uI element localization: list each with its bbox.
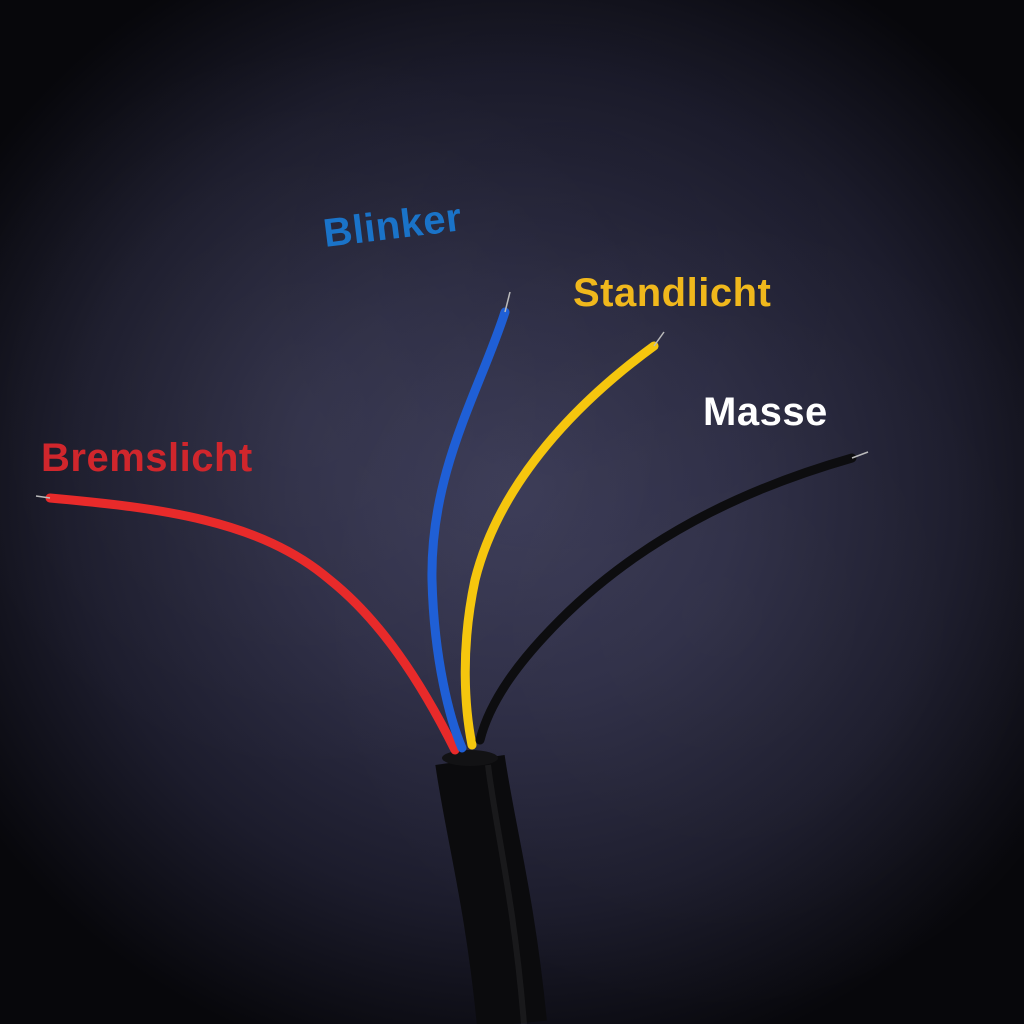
black-wire — [475, 453, 857, 745]
red-wire — [45, 493, 460, 755]
label-standlicht: Standlicht — [573, 271, 772, 315]
yellow-wire — [460, 341, 659, 750]
blue-wire — [427, 307, 510, 753]
cable-end — [442, 750, 498, 766]
label-bremslicht: Bremslicht — [41, 436, 253, 480]
label-masse: Masse — [703, 390, 828, 434]
cable-sheath — [435, 754, 547, 1024]
